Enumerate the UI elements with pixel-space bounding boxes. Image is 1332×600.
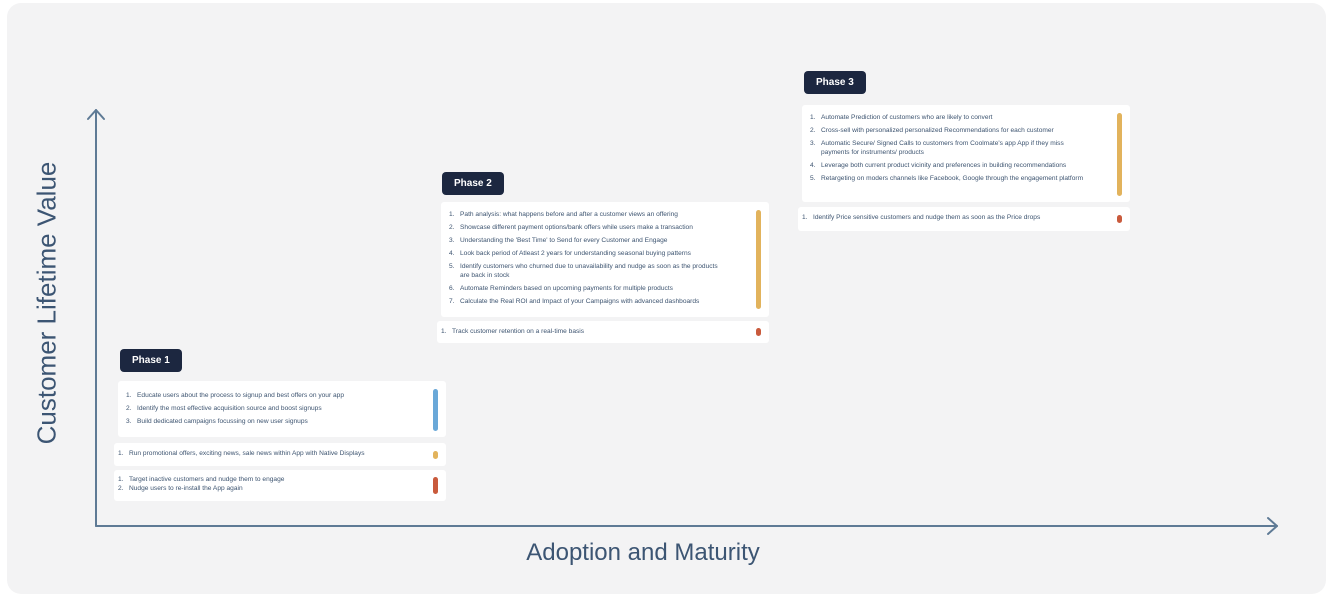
list-item-text: Identify customers who churned due to un…	[460, 262, 718, 279]
list-item-text: Calculate the Real ROI and Impact of you…	[460, 297, 700, 305]
list-item-text: Understanding the 'Best Time' to Send fo…	[460, 236, 668, 244]
list-item: 1. Path analysis: what happens before and…	[449, 211, 724, 220]
list-item-number: 1.	[126, 392, 132, 399]
list-item: 6. Automate Reminders based on upcoming p…	[449, 285, 724, 294]
list-item-number: 2.	[118, 484, 124, 492]
list-item: 4. Look back period of Atleast 2 years fo…	[449, 250, 724, 259]
list-item-text: Nudge users to re-install the App again	[129, 484, 243, 492]
list-item-text: Identify the most effective acquisition …	[137, 404, 322, 412]
phase-1-card-3: 1. Target inactive customers and nudge th…	[114, 470, 446, 501]
phase-3-card-2: 1. Identify Price sensitive customers and…	[798, 207, 1130, 231]
y-axis-label: Customer Lifetime Value	[31, 161, 62, 445]
phase-3-card-1-bar	[1117, 113, 1122, 196]
list-item-number: 6.	[449, 284, 455, 292]
phase-3-card-1-list: 1. Automate Prediction of customers who a…	[810, 114, 1085, 183]
list-item: 1. Run promotional offers, exciting news,…	[118, 450, 446, 459]
list-item-number: 1.	[449, 211, 455, 218]
list-item: 1. Track customer retention on a real-tim…	[441, 328, 769, 337]
list-item: 2. Identify the most effective acquisitio…	[126, 405, 446, 414]
list-item-text: Automate Reminders based on upcoming pay…	[460, 284, 673, 292]
list-item-number: 1.	[118, 476, 124, 483]
phase-3-badge: Phase 3	[804, 71, 866, 94]
phase-2-card-1-list: 1. Path analysis: what happens before and…	[449, 211, 724, 306]
list-item: 2. Nudge users to re-install the App agai…	[118, 485, 446, 494]
phase-3-card-1: 1. Automate Prediction of customers who a…	[802, 105, 1130, 202]
phase-2-badge: Phase 2	[442, 172, 504, 195]
phase-2-card-2: 1. Track customer retention on a real-tim…	[437, 321, 769, 343]
list-item: 3. Build dedicated campaigns focussing on…	[126, 418, 446, 427]
list-item: 2. Cross-sell with personalized personali…	[810, 127, 1085, 136]
list-item-number: 5.	[810, 174, 816, 182]
list-item: 2. Showcase different payment options/ban…	[449, 224, 724, 233]
list-item-number: 3.	[449, 236, 455, 244]
phase-2-card-1: 1. Path analysis: what happens before and…	[441, 202, 769, 317]
list-item: 3. Automatic Secure/ Signed Calls to cust…	[810, 140, 1085, 157]
list-item-text: Track customer retention on a real-time …	[452, 328, 585, 335]
list-item-text: Build dedicated campaigns focussing on n…	[137, 417, 308, 425]
list-item-number: 5.	[449, 262, 455, 270]
list-item: 1. Target inactive customers and nudge th…	[118, 476, 446, 485]
list-item: 5. Retargeting on moders channels like Fa…	[810, 175, 1085, 184]
list-item-number: 3.	[126, 417, 132, 425]
phase-1-card-3-list: 1. Target inactive customers and nudge th…	[118, 476, 446, 493]
list-item-text: Target inactive customers and nudge them…	[129, 476, 285, 483]
list-item-text: Showcase different payment options/bank …	[460, 223, 693, 231]
list-item-text: Retargeting on moders channels like Face…	[821, 174, 1084, 182]
list-item-number: 2.	[126, 404, 132, 412]
list-item-number: 3.	[810, 139, 816, 147]
list-item-text: Educate users about the process to signu…	[137, 392, 344, 399]
phase-1-card-1-list: 1. Educate users about the process to sig…	[126, 392, 446, 427]
phase-1-badge: Phase 1	[120, 349, 182, 372]
list-item-text: Run promotional offers, exciting news, s…	[129, 450, 365, 457]
phase-2-card-1-bar	[756, 210, 761, 309]
list-item-number: 1.	[802, 214, 808, 221]
y-axis-arrow-icon	[87, 109, 105, 120]
phase-1-card-2: 1. Run promotional offers, exciting news,…	[114, 443, 446, 466]
list-item-text: Look back period of Atleast 2 years for …	[460, 249, 691, 257]
x-axis-label: Adoption and Maturity	[526, 539, 760, 566]
list-item-text: Path analysis: what happens before and a…	[460, 211, 678, 218]
phase-1-card-1: 1. Educate users about the process to sig…	[118, 381, 446, 437]
list-item-text: Identify Price sensitive customers and n…	[813, 214, 1041, 221]
list-item: 5. Identify customers who churned due to …	[449, 263, 724, 280]
list-item-text: Cross-sell with personalized personalize…	[821, 126, 1054, 134]
list-item-number: 4.	[810, 161, 816, 169]
list-item-number: 1.	[441, 328, 447, 335]
list-item-number: 1.	[810, 114, 816, 121]
phase-1-card-3-bar	[433, 477, 438, 494]
list-item-number: 2.	[810, 126, 816, 134]
phase-1-card-2-list: 1. Run promotional offers, exciting news,…	[118, 450, 446, 459]
list-item-number: 4.	[449, 249, 455, 257]
phase-1-card-2-bar	[433, 451, 438, 459]
list-item: 7. Calculate the Real ROI and Impact of y…	[449, 298, 724, 307]
phase-1-card-1-bar	[433, 389, 438, 431]
phase-3-card-2-list: 1. Identify Price sensitive customers and…	[802, 214, 1130, 223]
list-item: 1. Educate users about the process to sig…	[126, 392, 446, 401]
list-item-number: 7.	[449, 297, 455, 305]
list-item-text: Leverage both current product vicinity a…	[821, 161, 1067, 169]
list-item: 1. Identify Price sensitive customers and…	[802, 214, 1130, 223]
list-item-number: 2.	[449, 223, 455, 231]
phase-3-card-2-bar	[1117, 215, 1122, 223]
list-item-number: 1.	[118, 450, 124, 457]
list-item: 1. Automate Prediction of customers who a…	[810, 114, 1085, 123]
list-item: 3. Understanding the 'Best Time' to Send …	[449, 237, 724, 246]
list-item-text: Automatic Secure/ Signed Calls to custom…	[821, 139, 1064, 156]
x-axis-arrow-icon	[1267, 517, 1278, 535]
list-item-text: Automate Prediction of customers who are…	[821, 114, 993, 121]
list-item: 4. Leverage both current product vicinity…	[810, 162, 1085, 171]
phase-2-card-2-bar	[756, 328, 761, 336]
phase-2-card-2-list: 1. Track customer retention on a real-tim…	[441, 328, 769, 337]
